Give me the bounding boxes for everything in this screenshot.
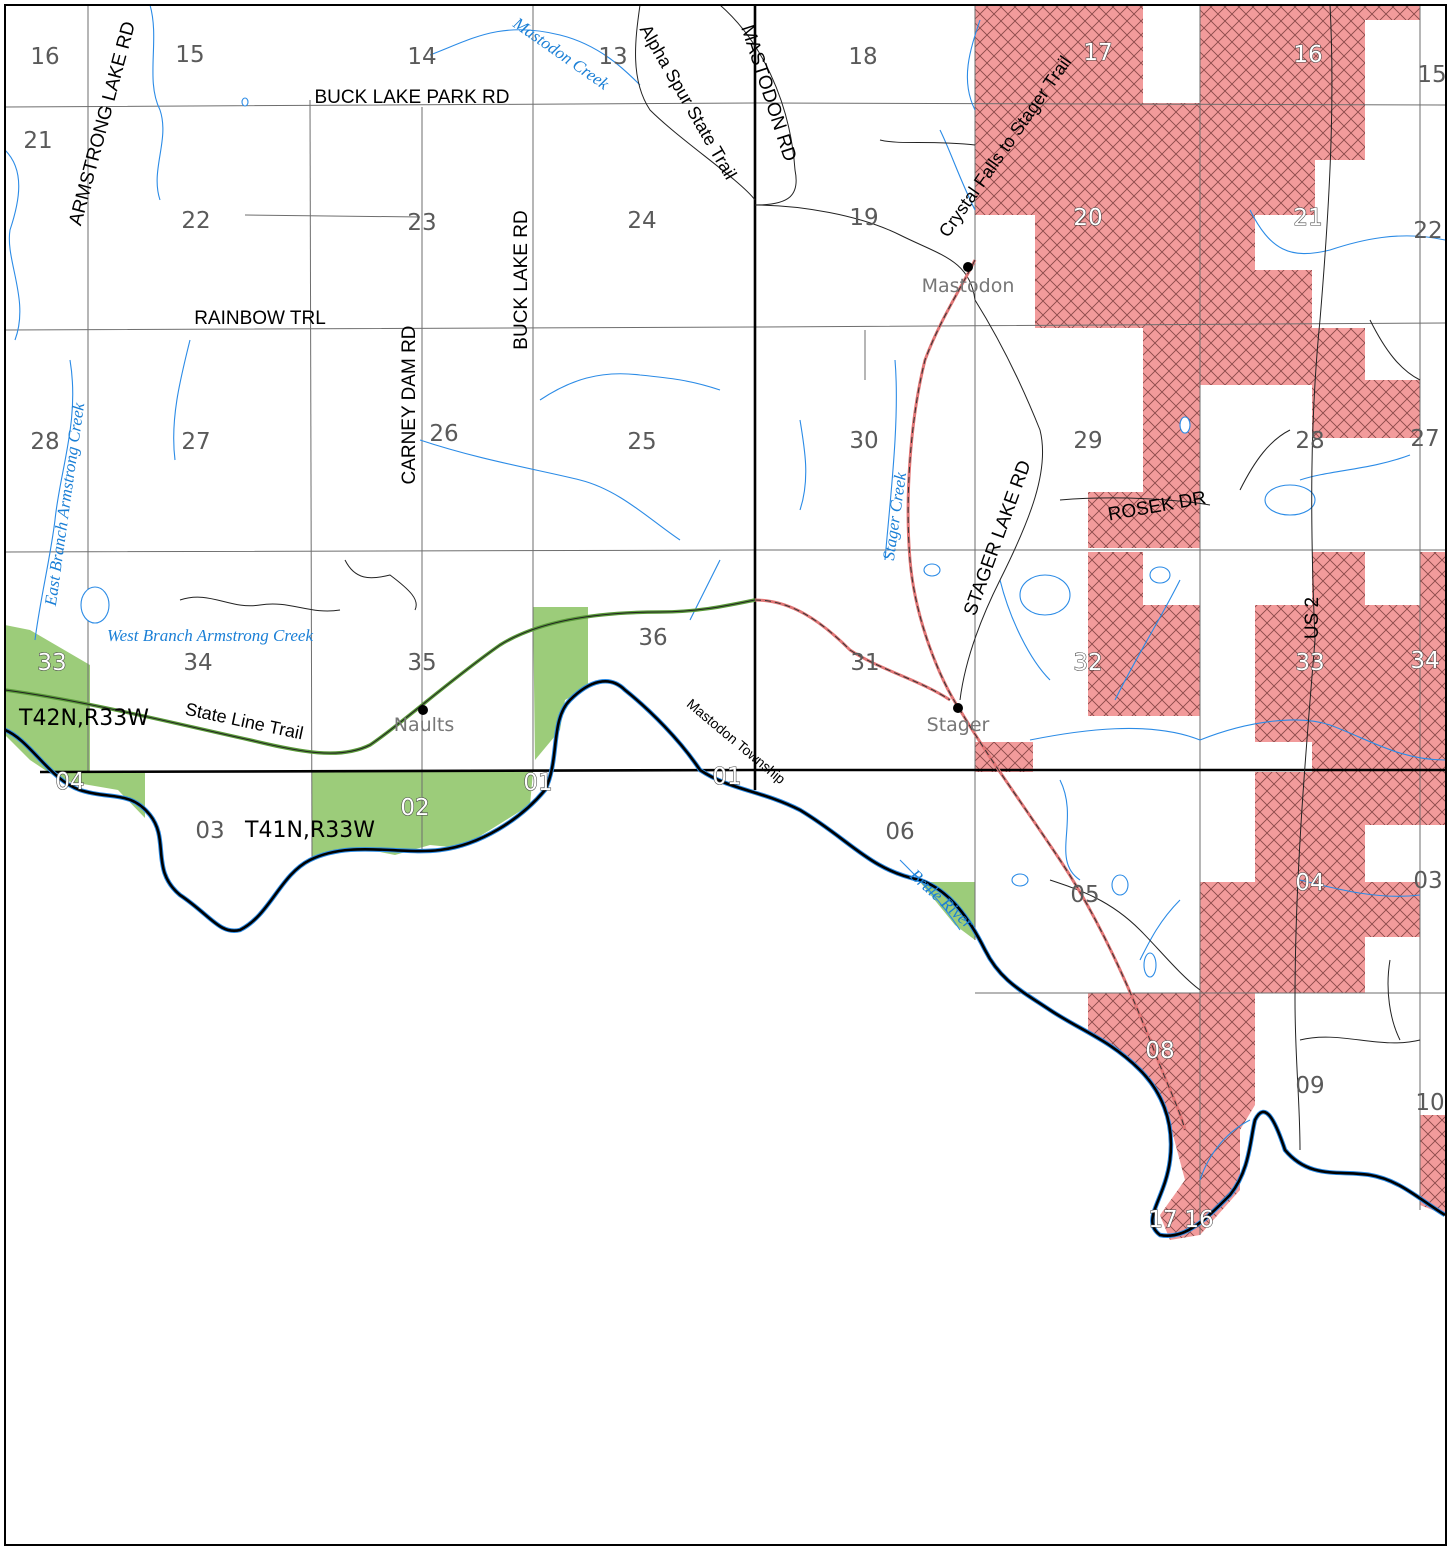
section-number: 15 [175, 42, 204, 68]
section-grid [4, 5, 1446, 1235]
mastodon-rd-label: MASTODON RD [736, 22, 800, 164]
section-number: 21 [23, 128, 52, 154]
section-number: 04 [1295, 870, 1324, 896]
section-number: 09 [1295, 1073, 1324, 1099]
section-number: 27 [181, 429, 210, 455]
naults-town-label: Naults [394, 714, 455, 736]
state-line-trail-label: State Line Trail [183, 699, 305, 744]
section-labels: 16 15 14 13 18 17 16 15 21 22 23 24 19 2… [23, 39, 1446, 1233]
carney-dam-rd-label: CARNEY DAM RD [399, 325, 420, 484]
naults-town-dot [418, 705, 428, 715]
section-number: 03 [195, 818, 224, 844]
section-number: 15 [1417, 62, 1446, 88]
trail-labels: Alpha Spur State Trail Crystal Falls to … [183, 21, 1075, 743]
section-number: 06 [885, 819, 914, 845]
stager-town-label: Stager [927, 714, 990, 736]
section-number: 16 [1184, 1207, 1213, 1233]
section-number: 16 [30, 44, 59, 70]
t42n-r33w-label: T42N,R33W [18, 706, 149, 731]
section-number: 17 [1148, 1207, 1177, 1233]
section-number: 22 [1413, 218, 1442, 244]
alpha-spur-trail-label: Alpha Spur State Trail [636, 21, 741, 183]
section-number: 13 [598, 44, 627, 70]
section-number: 24 [627, 208, 656, 234]
stager-creek-label: Stager Creek [879, 471, 910, 562]
section-number: 03 [1413, 868, 1442, 894]
section-number: 33 [1295, 650, 1324, 676]
state-line-river [4, 679, 1447, 1239]
section-number: 28 [30, 429, 59, 455]
streams [4, 4, 1446, 1181]
us2-label: US 2 [1302, 597, 1323, 639]
mastodon-creek-label: Mastodon Creek [509, 13, 613, 94]
map-border [4, 4, 1447, 1546]
section-number: 01 [523, 770, 552, 796]
section-number: 14 [407, 44, 436, 70]
section-number: 20 [1073, 205, 1102, 231]
section-number: 08 [1145, 1038, 1174, 1064]
section-number: 32 [1073, 650, 1102, 676]
section-number: 35 [407, 650, 436, 676]
buck-lake-park-rd-label: BUCK LAKE PARK RD [315, 87, 510, 108]
state-forest-areas [975, 5, 1445, 1240]
section-number: 30 [849, 428, 878, 454]
section-number: 21 [1293, 205, 1322, 231]
section-number: 01 [712, 764, 741, 790]
section-number: 05 [1070, 882, 1099, 908]
section-number: 02 [400, 795, 429, 821]
armstrong-lake-rd-label: ARMSTRONG LAKE RD [65, 19, 140, 227]
buck-lake-rd-label: BUCK LAKE RD [511, 210, 532, 349]
lakes [80, 97, 1316, 978]
section-number: 27 [1410, 426, 1439, 452]
section-number: 18 [848, 44, 877, 70]
section-number: 17 [1083, 40, 1112, 66]
section-number: 04 [55, 769, 84, 795]
section-number: 34 [183, 650, 212, 676]
section-number: 10 [1415, 1090, 1444, 1116]
section-number: 36 [638, 625, 667, 651]
section-number: 29 [1073, 428, 1102, 454]
mastodon-town-label: Mastodon [922, 275, 1015, 297]
section-number: 19 [849, 205, 878, 231]
west-branch-label: West Branch Armstrong Creek [107, 626, 313, 645]
section-number: 28 [1295, 428, 1324, 454]
section-number: 33 [37, 650, 66, 676]
section-number: 16 [1293, 42, 1322, 68]
place-labels: Mastodon Naults Stager [394, 275, 1015, 736]
section-number: 31 [850, 650, 879, 676]
rainbow-trl-label: RAINBOW TRL [194, 308, 326, 329]
mastodon-town-dot [963, 262, 973, 272]
section-number: 23 [407, 210, 436, 236]
section-number: 25 [627, 429, 656, 455]
township-boundaries [39, 5, 1445, 790]
section-number: 22 [181, 208, 210, 234]
trails [4, 259, 1187, 1131]
roads [179, 4, 1421, 1151]
t41n-r33w-label: T41N,R33W [244, 818, 375, 843]
section-number: 26 [429, 421, 458, 447]
county-forest-areas [5, 607, 975, 940]
section-number: 34 [1410, 648, 1439, 674]
stager-town-dot [953, 703, 963, 713]
town-markers [418, 262, 973, 715]
